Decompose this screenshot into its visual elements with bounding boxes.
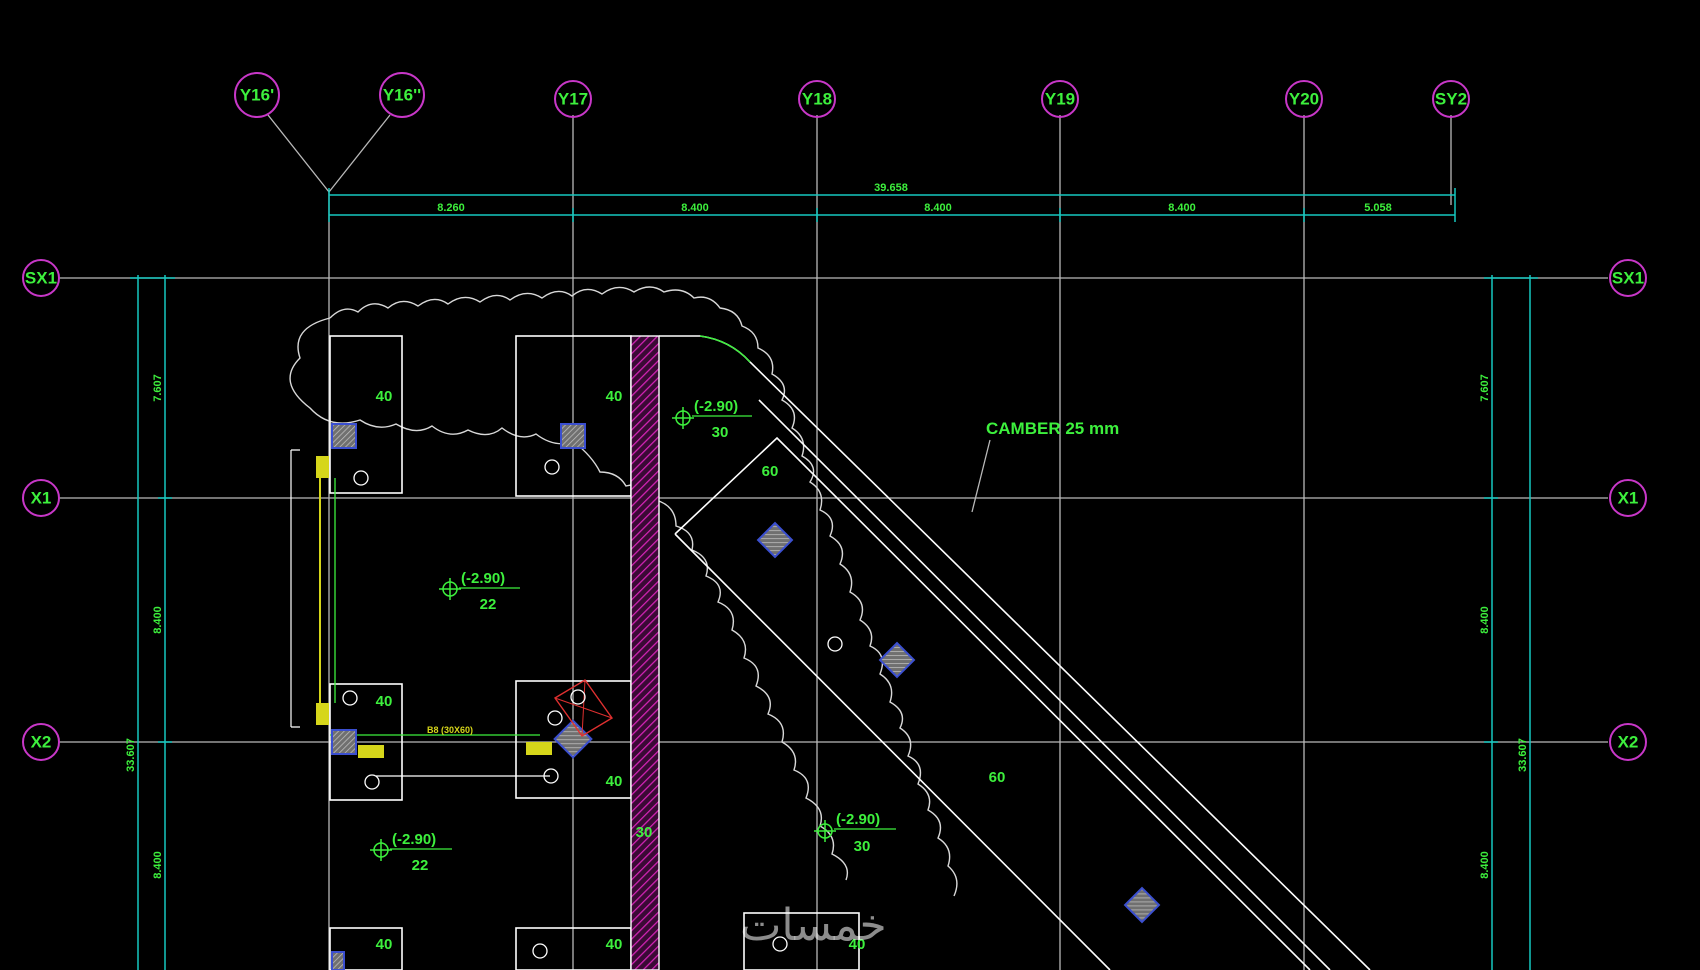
slab-panel	[743, 912, 860, 970]
slab-panel	[329, 927, 403, 970]
level-annotations: (-2.90) 30 (-2.90) 22 (-2.90) 22 (-2.90)…	[370, 398, 896, 874]
level-marker: (-2.90) 22	[439, 570, 520, 613]
dim-left-overall: 33.607	[125, 738, 137, 772]
pier	[560, 423, 586, 449]
axis-bubble-x1-right: X1	[1609, 479, 1647, 517]
ramp-edge-inner	[758, 399, 1331, 970]
top-dimensions: 39.658 8.260 8.400 8.400 8.400 5.058	[328, 182, 1456, 222]
dim-right-middle: 8.400	[1479, 606, 1491, 634]
dim-left-upper: 7.607	[152, 374, 164, 402]
right-dimensions: 7.607 8.400 8.400 33.607	[1479, 275, 1538, 970]
level-marker: (-2.90) 22	[370, 831, 452, 874]
section-marks	[342, 459, 843, 959]
axis-label: Y19	[1045, 90, 1075, 109]
axis-bubble-sx1-left: SX1	[22, 259, 60, 297]
level-thickness: 30	[712, 424, 729, 441]
axis-label: X1	[1618, 489, 1639, 508]
dim-right-upper: 7.607	[1479, 374, 1491, 402]
pier	[756, 521, 794, 559]
slab-tags: 40 40 40 40 40 40 40 60 60 30	[376, 388, 1006, 953]
column-axis-bubbles: Y16' Y16'' Y17 Y18 Y19 Y20 SY2	[234, 72, 1470, 118]
axis-bubble-x2-left: X2	[22, 723, 60, 761]
pier	[331, 423, 357, 449]
level-thickness: 30	[854, 838, 871, 855]
level-marker: (-2.90) 30	[814, 811, 896, 855]
axis-label: SX1	[25, 269, 57, 288]
pier	[331, 951, 345, 970]
dim-right-overall: 33.607	[1517, 738, 1529, 772]
level-value: (-2.90)	[694, 398, 738, 415]
dim-span-3: 8.400	[924, 202, 952, 214]
slab-tag: 40	[606, 936, 623, 953]
cloud-top	[329, 286, 958, 897]
axis-label: X2	[31, 733, 52, 752]
axis-label: Y16''	[383, 86, 421, 105]
axis-label: Y17	[558, 90, 588, 109]
dim-span-4: 8.400	[1168, 202, 1196, 214]
leader-y16pp	[328, 114, 391, 193]
beam-markers: B8 (30X60)	[290, 449, 552, 777]
row-axis-bubbles: SX1 X1 X2 SX1 X1 X2	[22, 259, 1647, 761]
pier	[553, 719, 593, 759]
axis-bubble-sx1-right: SX1	[1609, 259, 1647, 297]
axis-bubble-x1-left: X1	[22, 479, 60, 517]
camber-note: CAMBER 25 mm	[986, 419, 1119, 438]
dim-total-top: 39.658	[874, 182, 908, 194]
camber-leader	[971, 439, 991, 513]
axis-label: Y18	[802, 90, 832, 109]
dim-span-5: 5.058	[1364, 202, 1392, 214]
axis-bubble-x2-right: X2	[1609, 723, 1647, 761]
left-dimensions: 7.607 8.400 8.400 33.607	[125, 275, 175, 970]
slab-panel	[329, 335, 403, 494]
axis-bubble-y16p: Y16'	[234, 72, 280, 118]
dim-span-1: 8.260	[437, 202, 465, 214]
level-value: (-2.90)	[461, 570, 505, 587]
slab-outlines	[329, 335, 1371, 970]
slab-tag: 40	[606, 388, 623, 405]
axis-label: Y16'	[240, 86, 274, 105]
axis-label: Y20	[1289, 90, 1319, 109]
slab-tag: 60	[989, 769, 1006, 786]
axis-label: X2	[1618, 733, 1639, 752]
slab-tag: 40	[376, 693, 393, 710]
level-thickness: 22	[412, 857, 429, 874]
slab-tag: 60	[762, 463, 779, 480]
slab-panel	[329, 683, 403, 801]
level-marker: (-2.90) 30	[672, 398, 752, 441]
slab-tag: 40	[849, 936, 866, 953]
axis-bubble-y20: Y20	[1285, 80, 1323, 118]
revision-clouds	[289, 286, 991, 897]
slab-tag: 40	[376, 936, 393, 953]
axis-bubble-y16pp: Y16''	[379, 72, 425, 118]
axis-bubble-y19: Y19	[1041, 80, 1079, 118]
cloud-left-bottom	[289, 317, 849, 881]
ramp-strip	[674, 436, 1311, 970]
watermark-logo: خمسات	[740, 900, 887, 951]
pier	[878, 641, 916, 679]
pier	[1123, 886, 1161, 924]
dim-right-lower: 8.400	[1479, 851, 1491, 879]
hatched-wall	[630, 335, 660, 970]
level-thickness: 22	[480, 596, 497, 613]
leader-y16p	[267, 114, 330, 193]
dim-span-2: 8.400	[681, 202, 709, 214]
grid-lines	[58, 114, 1608, 970]
axis-bubble-y17: Y17	[554, 80, 592, 118]
level-value: (-2.90)	[836, 811, 880, 828]
axis-label: X1	[31, 489, 52, 508]
level-value: (-2.90)	[392, 831, 436, 848]
slab-tag: 30	[636, 824, 653, 841]
axis-bubble-y18: Y18	[798, 80, 836, 118]
dim-left-lower: 8.400	[152, 851, 164, 879]
axis-bubble-sy2: SY2	[1432, 80, 1470, 118]
axis-label: SY2	[1435, 90, 1467, 109]
dim-left-middle: 8.400	[152, 606, 164, 634]
slab-tag: 40	[606, 773, 623, 790]
piers	[331, 423, 1161, 970]
axis-label: SX1	[1612, 269, 1644, 288]
pier	[331, 729, 357, 755]
beam-tag: B8 (30X60)	[427, 725, 473, 735]
slab-tag: 40	[376, 388, 393, 405]
